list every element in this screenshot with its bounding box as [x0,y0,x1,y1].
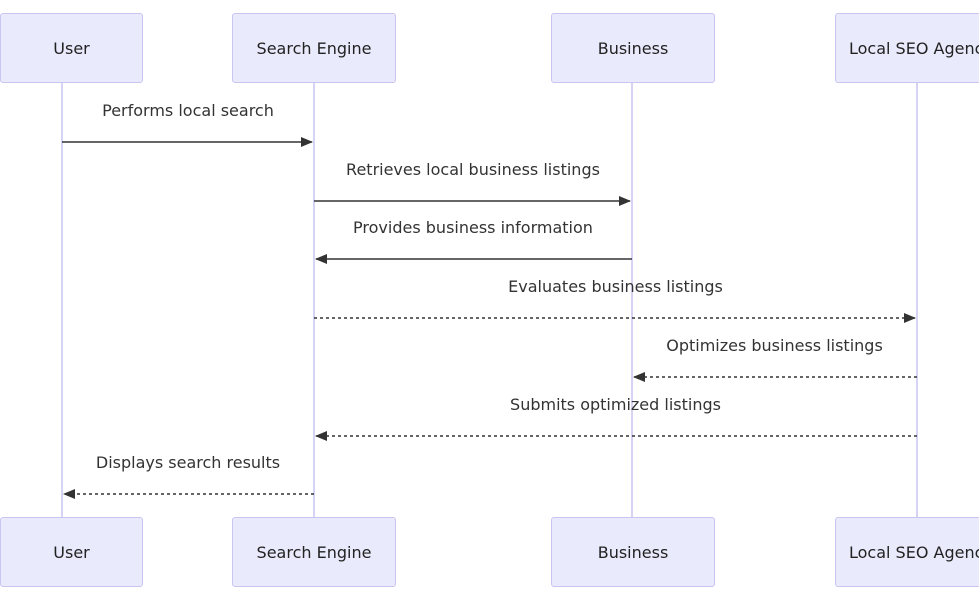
message-6: Submits optimized listings [315,395,917,441]
actor-label: Local SEO Agency [849,542,979,562]
message-label: Displays search results [96,453,280,472]
message-4: Evaluates business listings [314,277,916,323]
message-2: Retrieves local business listings [314,160,631,206]
actor-user-bottom: User [0,517,143,587]
actor-label: User [53,542,90,562]
message-label: Provides business information [353,218,593,237]
message-label: Submits optimized listings [510,395,721,414]
message-label: Performs local search [102,101,274,120]
actor-search-engine-top: Search Engine [232,13,396,83]
actor-business-top: Business [551,13,715,83]
actor-user-top: User [0,13,143,83]
message-label: Retrieves local business listings [346,160,600,179]
actor-agency-bottom: Local SEO Agency [835,517,979,587]
actor-label: User [53,38,90,58]
message-label: Optimizes business listings [666,336,883,355]
actor-business-bottom: Business [551,517,715,587]
message-5: Optimizes business listings [633,336,917,382]
message-3: Provides business information [315,218,632,264]
actor-agency-top: Local SEO Agency [835,13,979,83]
actor-label: Business [597,38,669,58]
actor-label: Search Engine [256,542,372,562]
message-7: Displays search results [63,453,314,499]
message-label: Evaluates business listings [508,277,723,296]
actor-search-engine-bottom: Search Engine [232,517,396,587]
actor-label: Search Engine [256,38,372,58]
actor-label: Local SEO Agency [849,38,979,58]
message-1: Performs local search [62,101,313,147]
actor-label: Business [597,542,669,562]
